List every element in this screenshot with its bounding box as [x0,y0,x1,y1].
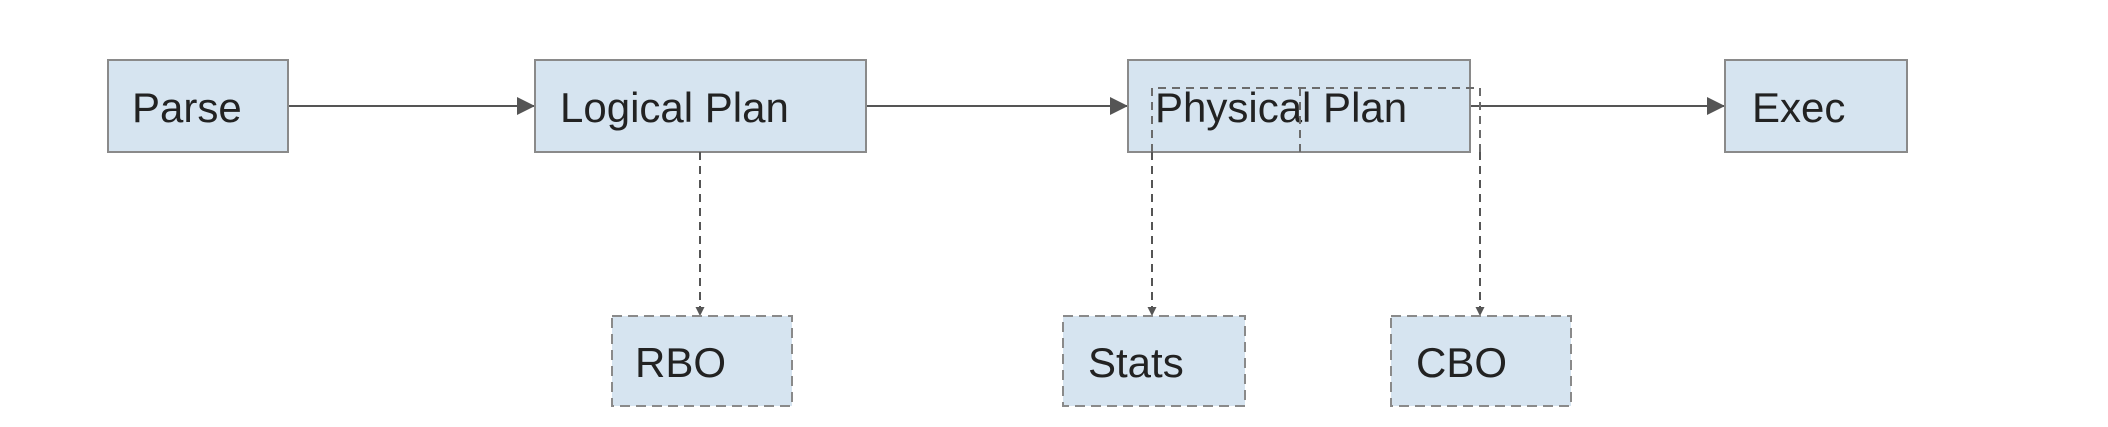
overlay-dashed-frame [1151,87,1481,152]
node-stats: Stats [1062,315,1246,407]
node-exec: Exec [1724,59,1908,153]
node-logical-plan-box [534,59,867,153]
node-rbo: RBO [611,315,793,407]
node-rbo-box [611,315,793,407]
node-logical-plan-label: Logical Plan [560,84,789,131]
node-exec-box [1724,59,1908,153]
node-physical-plan-label: Physical Plan [1155,84,1407,131]
node-cbo-label: CBO [1416,339,1507,386]
node-stats-label: Stats [1088,339,1184,386]
node-logical-plan: Logical Plan [534,59,867,153]
node-rbo-label: RBO [635,339,726,386]
node-cbo-box [1390,315,1572,407]
node-cbo: CBO [1390,315,1572,407]
node-parse-label: Parse [132,84,242,131]
node-parse: Parse [107,59,289,153]
node-stats-box [1062,315,1246,407]
node-exec-label: Exec [1752,84,1845,131]
node-parse-box [107,59,289,153]
